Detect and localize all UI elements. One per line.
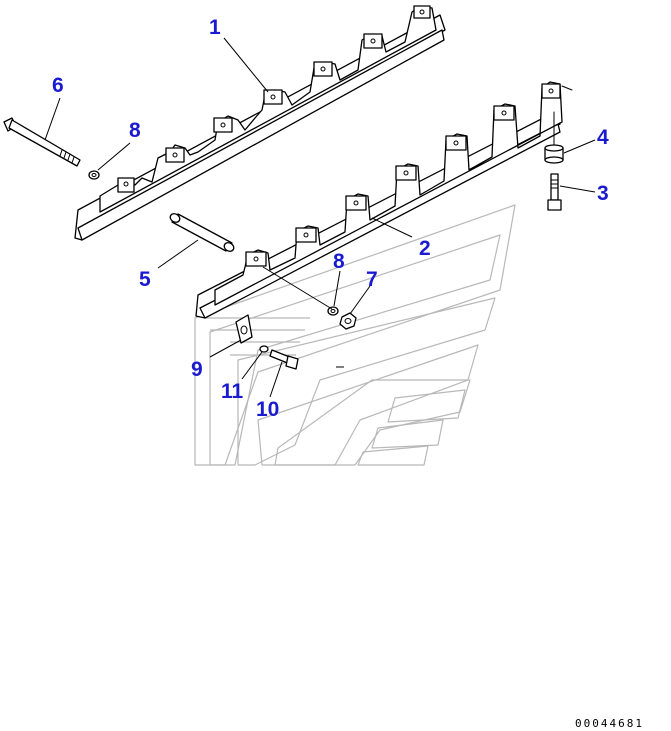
callout-10: 10 (256, 398, 279, 421)
callout-4: 4 (597, 126, 609, 149)
drawing-code: 00044681 (575, 717, 644, 730)
callout-7: 7 (366, 268, 378, 291)
callout-labels: 1 2 3 4 5 6 7 8 8 9 10 11 (52, 16, 609, 421)
callout-1: 1 (209, 16, 221, 39)
callout-8-lower: 8 (333, 250, 345, 273)
small-bolt (269, 349, 299, 370)
track-guard-lower (195, 81, 573, 319)
callout-8-upper: 8 (129, 119, 141, 142)
callout-11: 11 (221, 380, 244, 403)
callout-9: 9 (191, 358, 203, 381)
bolt-vertical (547, 173, 562, 211)
washer-small (259, 345, 269, 353)
washer-lower (327, 306, 339, 316)
pipe (169, 213, 235, 252)
callout-6: 6 (52, 74, 64, 97)
long-bolt (3, 117, 81, 167)
callout-2: 2 (419, 237, 431, 260)
washer-upper (88, 170, 100, 180)
spacer (544, 111, 564, 164)
bracket (235, 314, 253, 344)
leader-lines (44, 37, 596, 398)
callout-3: 3 (597, 182, 609, 205)
nut (339, 312, 357, 330)
track-guard-upper (74, 5, 446, 241)
callout-5: 5 (139, 268, 151, 291)
